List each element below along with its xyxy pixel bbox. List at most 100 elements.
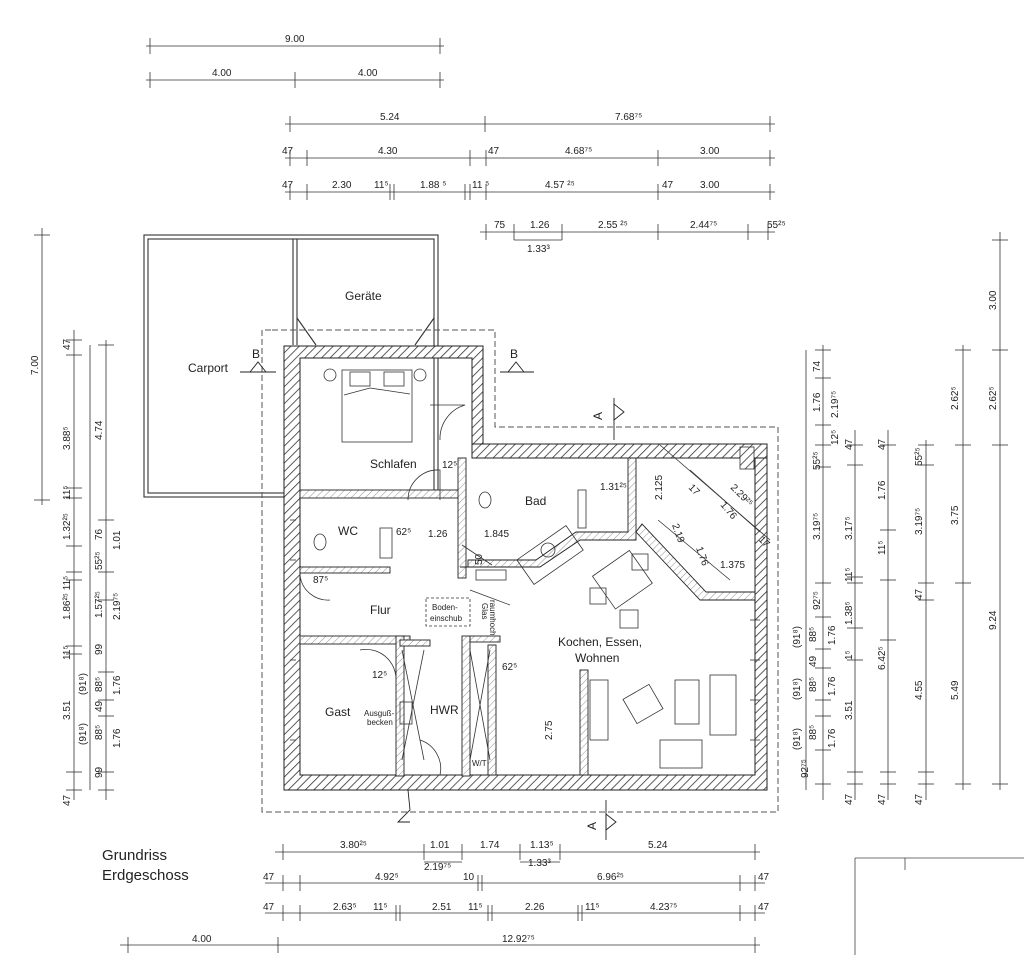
section-b-right: B bbox=[510, 347, 518, 361]
dim-927b: 92⁷⁵ bbox=[800, 759, 811, 778]
dim-457: 4.57 ²⁵ bbox=[545, 180, 575, 191]
dim-625: 62⁵ bbox=[396, 527, 411, 538]
room-bad: Bad bbox=[525, 494, 546, 508]
dim-176a-right: 1.76 bbox=[812, 392, 823, 412]
label-wt: W/T bbox=[472, 759, 487, 768]
dim-10: 10 bbox=[463, 872, 475, 883]
dim-176b: 1.76 bbox=[112, 728, 123, 748]
label-ausguss-2: becken bbox=[367, 718, 393, 727]
dim-47a-right: 47 bbox=[844, 438, 855, 450]
furniture bbox=[290, 368, 771, 776]
dim-351: 3.51 bbox=[62, 700, 73, 720]
dim-49: 49 bbox=[94, 700, 105, 712]
dim-230: 2.30 bbox=[332, 180, 352, 191]
dim-47b-left: 47 bbox=[62, 794, 73, 806]
dim-768: 7.68⁷⁵ bbox=[615, 112, 642, 123]
plan-title-line2: Erdgeschoss bbox=[102, 867, 189, 884]
dim-219-bottom: 2.19⁷⁵ bbox=[424, 862, 451, 873]
dim-2625a: 2.62⁵ bbox=[950, 386, 961, 410]
exterior-walls bbox=[283, 345, 768, 791]
dim-219-right: 2.19⁷⁵ bbox=[830, 391, 841, 418]
dim-115: 11⁵ bbox=[62, 485, 73, 500]
dim-251: 2.51 bbox=[432, 902, 452, 913]
dim-400-bottom: 4.00 bbox=[192, 934, 212, 945]
dim-176e: 1.76 bbox=[827, 728, 838, 748]
building bbox=[143, 234, 1024, 955]
dim-47: 47 bbox=[62, 338, 73, 350]
dim-126-inside: 1.26 bbox=[428, 529, 448, 540]
room-labels: Carport Geräte Schlafen Bad WC Flur Gast… bbox=[188, 289, 642, 830]
top-dimension-lines bbox=[146, 38, 775, 241]
dim-492: 4.92⁵ bbox=[375, 872, 399, 883]
dim-549: 5.49 bbox=[950, 680, 961, 700]
dim-133: 1.33³ bbox=[527, 244, 550, 255]
dim-113: 1.13⁵ bbox=[530, 840, 554, 851]
dim-99a: 99 bbox=[94, 643, 105, 655]
room-carport: Carport bbox=[188, 361, 229, 375]
dim-275: 2.75 bbox=[544, 720, 555, 740]
label-glas: Glas bbox=[480, 603, 489, 619]
dim-47c-bottom: 47 bbox=[263, 902, 275, 913]
room-gast: Gast bbox=[325, 705, 351, 719]
dim-2125: 2.125 bbox=[654, 475, 665, 500]
roof-outline bbox=[261, 329, 779, 813]
dim-132: 1.32²⁵ bbox=[62, 513, 73, 540]
dim-176d: 1.76 bbox=[827, 676, 838, 696]
dim-885b: 88⁵ bbox=[94, 725, 105, 740]
dim-126: 1.26 bbox=[530, 220, 550, 231]
dim-55b: 55²⁵ bbox=[914, 447, 925, 466]
legend-box bbox=[854, 857, 1024, 955]
room-kochen-line1: Kochen, Essen, bbox=[558, 635, 642, 649]
dim-388: 3.88⁵ bbox=[62, 426, 73, 450]
dim-55: 55²⁵ bbox=[94, 551, 105, 570]
dim-875: 87⁵ bbox=[313, 575, 328, 586]
dim-219-inside: 2.19 bbox=[669, 522, 686, 544]
plan-title: Grundriss Erdgeschoss bbox=[102, 846, 189, 886]
section-b-left: B bbox=[252, 347, 260, 361]
dim-186: 1.86²⁵ 11⁵ bbox=[62, 576, 73, 620]
dimension-texts-bottom: 3.80²⁵ 1.01 1.74 1.13⁵ 5.24 2.19⁷⁵ 1.33³… bbox=[192, 840, 770, 945]
dim-474: 4.74 bbox=[94, 420, 105, 440]
dim-115c-right: 1⁵ bbox=[844, 650, 855, 660]
dim-115c: 11⁵ bbox=[62, 645, 73, 660]
room-flur: Flur bbox=[370, 603, 391, 617]
dim-75: 75 bbox=[494, 220, 506, 231]
dim-176c: 1.76 bbox=[827, 625, 838, 645]
dim-47b-bottom: 47 bbox=[758, 872, 770, 883]
dim-300a: 3.00 bbox=[700, 146, 720, 157]
dim-115a-bottom: 11⁵ bbox=[373, 902, 388, 913]
dim-17a: 17 bbox=[686, 482, 702, 498]
dim-74: 74 bbox=[812, 360, 823, 372]
dim-101: 1.01 bbox=[112, 530, 123, 550]
dim-300b: 3.00 bbox=[700, 180, 720, 191]
dim-115c-bottom: 11⁵ bbox=[585, 902, 600, 913]
dim-400b: 4.00 bbox=[358, 68, 378, 79]
dim-885a-right: 88⁵ bbox=[808, 627, 819, 642]
dim-47c: 47 bbox=[282, 180, 294, 191]
dim-47a: 47 bbox=[282, 146, 294, 157]
dim-55a: 55²⁵ bbox=[812, 451, 823, 470]
dim-3197b: 3.19⁷⁵ bbox=[914, 508, 925, 535]
dim-400a: 4.00 bbox=[212, 68, 232, 79]
dim-219: 2.19⁷⁵ bbox=[112, 593, 123, 620]
dim-176a-inside: 1.76 bbox=[718, 500, 739, 522]
dim-885b-right: 88⁵ bbox=[808, 677, 819, 692]
dim-900: 9.00 bbox=[285, 34, 305, 45]
dimension-texts-right: 3.00 74 1.76 2.19⁷⁵ 2.62⁵ 2.62⁵ 55²⁵ 12⁵… bbox=[792, 290, 999, 805]
dim-927: 92⁷⁵ bbox=[812, 591, 823, 610]
dimension-texts-left: 7.00 47 3.88⁵ 4.74 11⁵ 1.32²⁵ 76 1.01 55… bbox=[30, 338, 123, 806]
dim-455: 4.55 bbox=[914, 680, 925, 700]
dim-125a: 12⁵ bbox=[442, 460, 457, 471]
dim-125b: 12⁵ bbox=[372, 670, 387, 681]
dim-115a-right: 11⁵ bbox=[877, 540, 888, 555]
dim-229: 2.29²⁵ bbox=[728, 482, 755, 509]
dim-174: 1.74 bbox=[480, 840, 500, 851]
dim-176a: 1.76 bbox=[112, 675, 123, 695]
dim-918c: (91⁸) bbox=[792, 728, 803, 750]
dim-47e-right: 47 bbox=[877, 793, 888, 805]
dim-176b-inside: 1.76 bbox=[693, 545, 710, 567]
dim-125-right: 12⁵ bbox=[830, 430, 841, 445]
dim-50: 50 bbox=[474, 553, 485, 565]
dim-255: 2.55 ²⁵ bbox=[598, 220, 628, 231]
